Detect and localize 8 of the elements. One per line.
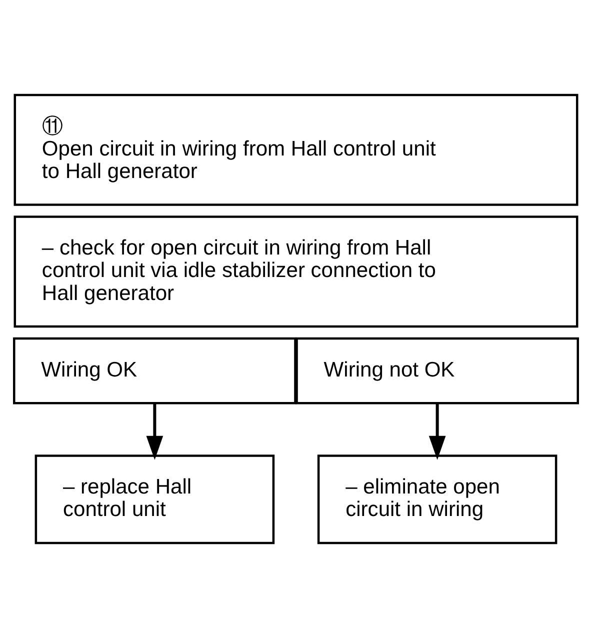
- node-box: Wiring OK: [13, 336, 296, 404]
- node-box: Wiring not OK: [296, 336, 579, 404]
- node-box: – replace Hall control unit: [34, 454, 275, 544]
- arrow: [146, 402, 164, 460]
- arrow: [428, 402, 446, 460]
- node-box: – eliminate open circuit in wiring: [317, 454, 558, 544]
- node-box: ⑪ Open circuit in wiring from Hall control unit to Hall generator: [14, 93, 578, 206]
- node-box: – check for open circuit in wiring from Hall control unit via idle stabilizer connection to Hall generator: [14, 215, 578, 328]
